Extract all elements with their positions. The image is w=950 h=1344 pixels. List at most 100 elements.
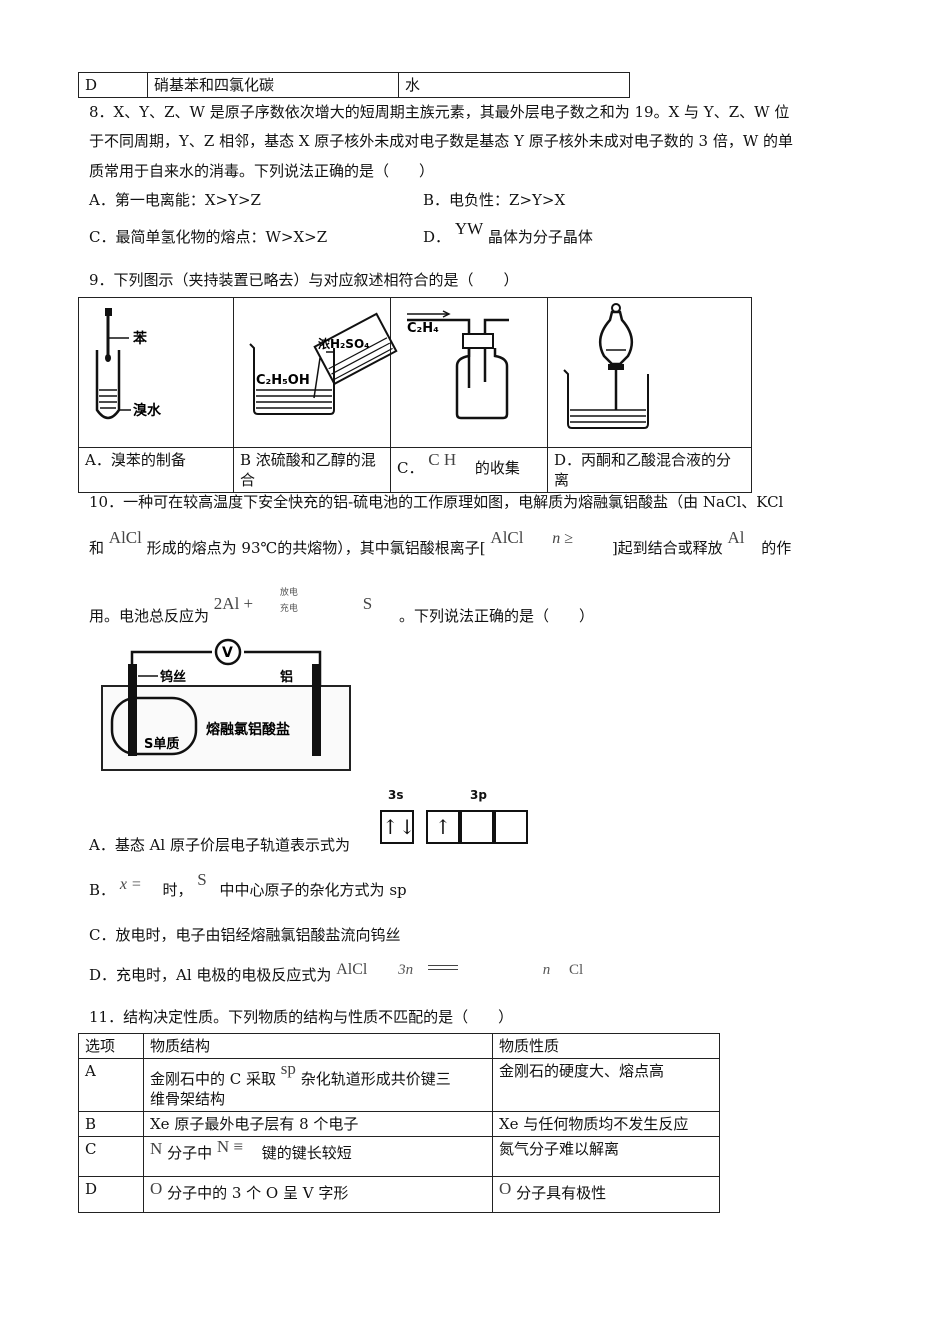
q10-option-b-text: 中中心原子的杂化方式为 sp [219, 881, 407, 899]
q11-row-d-text: 分子中的 3 个 O 呈 V 字形 [167, 1184, 349, 1202]
q10-line2-and: 和 [89, 539, 105, 557]
q10-stem-line1: 10．一种可在较高温度下安全快充的铝-硫电池的工作原理如图，电解质为熔融氯铝酸盐… [89, 493, 784, 511]
orbital-diagram: 3s 3p ↑↓ ↑ [372, 788, 542, 850]
q11-row-c-n2: N [150, 1139, 163, 1158]
q11-row-d-prop-text: 分子具有极性 [516, 1184, 607, 1202]
q11-row-d-prop-o3: O [499, 1179, 512, 1198]
q11-row-b-option: B [78, 1111, 144, 1137]
fig-a-cell: 苯 溴水 [78, 297, 234, 448]
aluminum-label: 铝 [280, 669, 293, 685]
fig-c-cell: C₂H₄ [390, 297, 548, 448]
q11-row-c-triple-bond: N ≡ [216, 1137, 243, 1156]
q10-option-d-cl-ion: Cl [568, 962, 584, 978]
q8-option-d: D． YW 晶体为分子晶体 [423, 219, 593, 247]
aluminum-electrode [312, 664, 321, 756]
q11-row-b-property: Xe 与任何物质均不发生反应 [492, 1111, 720, 1137]
q10-formula-sx: S [362, 594, 373, 613]
q11-row-a-option: A [78, 1058, 144, 1112]
q10-formula-alcl: AlCl [108, 528, 142, 547]
q10-arrow-discharge: 放电 [279, 588, 298, 598]
q8-option-d-formula: YW [454, 219, 484, 238]
q10-option-a: A．基态 Al 原子价层电子轨道表示式为 [89, 836, 351, 854]
q10-option-d-equals [427, 965, 458, 970]
q11-row-d-o3: O [150, 1179, 163, 1198]
q11-row-b-structure: Xe 原子最外电子层有 8 个电子 [143, 1111, 493, 1137]
q10-line2-mid: 形成的熔点为 93℃的共熔物），其中氯铝酸根离子[ [146, 539, 486, 557]
q10-option-c: C．放电时，电子由铝经熔融氯铝酸盐流向钨丝 [89, 926, 401, 944]
fig-b-caption: B 浓硫酸和乙醇的混合 [233, 447, 391, 493]
q9-figure-table: 苯 溴水 C₂H₅OH 浓H₂SO₄ C₂H₄ [78, 297, 752, 493]
voltmeter-label: V [222, 645, 233, 661]
q11-row-a-structure: 金刚石中的 C 采取 sp 杂化轨道形成共价键三 维骨架结构 [143, 1058, 493, 1112]
q11-header-property: 物质性质 [492, 1033, 720, 1059]
q10-line2-release: ]起到结合或释放 [611, 539, 723, 557]
fig-d-separatory-funnel [563, 303, 649, 429]
fig-d-caption: D．丙酮和乙酸混合液的分离 [547, 447, 752, 493]
q11-row-d-option: D [78, 1176, 144, 1213]
q11-row-a-text3: 维骨架结构 [150, 1090, 226, 1108]
fig-b-ethanol-label: C₂H₅OH [256, 373, 310, 388]
q8-stem-line3: 质常用于自来水的消毒。下列说法正确的是（ ） [89, 162, 435, 180]
q10-option-b: B． x = 时， S 中中心原子的杂化方式为 sp [89, 870, 407, 901]
q8-option-d-prefix: D． [423, 228, 451, 246]
battery-diagram: V 钨丝 铝 S单质 熔融氯铝酸盐 [101, 638, 351, 771]
q11-row-c-text1: 分子中 [167, 1144, 213, 1162]
q10-formula-al: Al [490, 528, 508, 547]
top-table: D 硝基苯和四氯化碳 水 [78, 72, 630, 98]
q10-line2-end: 的作 [761, 539, 792, 557]
orbital-3p-box-3 [494, 810, 528, 844]
q11-row-a-property: 金刚石的硬度大、熔点高 [492, 1058, 720, 1112]
top-row-label: D [78, 72, 148, 98]
sulfur-region [110, 696, 198, 756]
fig-c-caption-formula: C H [428, 450, 457, 469]
q10-arrow-charge: 充电 [279, 604, 298, 614]
fig-a-caption: A．溴苯的制备 [78, 447, 234, 493]
orbital-3s-box: ↑↓ [380, 810, 416, 844]
q11-header-structure: 物质结构 [143, 1033, 493, 1059]
q8-option-a: A．第一电离能：X>Y>Z [89, 191, 261, 209]
q8-stem-line2: 于不同周期，Y、Z 相邻，基态 X 原子核外未成对电子数是基态 Y 原子核外未成… [89, 132, 794, 150]
q8-option-c: C．最简单氢化物的熔点：W>X>Z [89, 228, 328, 246]
q11-row-c-property: 氮气分子难以解离 [492, 1136, 720, 1177]
tungsten-label: 钨丝 [160, 669, 186, 685]
q11-table: 选项 物质结构 物质性质 A 金刚石中的 C 采取 sp 杂化轨道形成共价键三 … [78, 1033, 720, 1213]
orbital-3s-label: 3s [388, 788, 404, 802]
q10-stem-line3: 用。电池总反应为 2Al + 放电 充电 S 。下列说法正确的是（ ） [89, 588, 594, 626]
top-row-reagents: 硝基苯和四氯化碳 [147, 72, 399, 98]
q8-option-b: B．电负性：Z>Y>X [423, 191, 566, 209]
q11-row-a-text1: 金刚石中的 C 采取 [150, 1070, 277, 1088]
q11-row-c-text2: 键的键长较短 [261, 1144, 352, 1162]
fig-c-gas-bottle: C₂H₄ [407, 310, 509, 420]
q10-formula-al-ion: Al [727, 528, 745, 547]
q11-row-c-structure: N 分子中 N ≡ 键的键长较短 [143, 1136, 493, 1177]
q10-option-d-al: Al [336, 961, 353, 978]
q11-stem: 11．结构决定性质。下列物质的结构与性质不匹配的是（ ） [89, 1008, 514, 1026]
q11-row-d-property: O 分子具有极性 [492, 1176, 720, 1213]
q10-stem-line2: 和 AlCl 形成的熔点为 93℃的共熔物），其中氯铝酸根离子[ AlCl n … [89, 528, 792, 559]
q10-option-b-prefix: B． [89, 881, 116, 899]
q10-option-d: D．充电时，Al 电极的电极反应式为 AlCl 3n n Cl [89, 961, 584, 986]
q8-stem-line1: 8．X、Y、Z、W 是原子序数依次增大的短周期主族元素，其最外层电子数之和为 1… [89, 103, 790, 121]
q10-line3-start: 用。电池总反应为 [89, 607, 210, 625]
q10-formula-n: n ≥ [552, 530, 574, 547]
q10-option-d-n: n [542, 962, 551, 978]
fig-c-caption-suffix: 的收集 [474, 459, 520, 477]
q10-option-b-when: 时， [162, 881, 193, 899]
fig-c-caption-prefix: C． [397, 459, 424, 477]
q10-reaction-arrow: 放电 充电 [268, 588, 328, 621]
fig-c-caption: C． C H 的收集 [390, 447, 548, 493]
q8-option-d-suffix: 晶体为分子晶体 [487, 228, 593, 246]
fig-a-benzene-label: 苯 [132, 330, 148, 347]
fig-b-beaker-pouring: C₂H₅OH 浓H₂SO₄ [249, 312, 398, 415]
q11-row-c-option: C [78, 1136, 144, 1177]
fig-a-bromine-water-label: 溴水 [133, 402, 162, 419]
fig-d-cell [547, 297, 752, 448]
tungsten-electrode [128, 664, 137, 756]
top-row-extractant: 水 [398, 72, 630, 98]
q10-line3-end: 。下列说法正确的是（ ） [398, 607, 594, 625]
q10-option-b-s: S [197, 870, 207, 889]
fig-b-acid-label: 浓H₂SO₄ [318, 336, 369, 351]
q11-header-option: 选项 [78, 1033, 144, 1059]
q10-formula-cl: Cl [507, 528, 524, 547]
fig-b-cell: C₂H₅OH 浓H₂SO₄ [233, 297, 398, 448]
